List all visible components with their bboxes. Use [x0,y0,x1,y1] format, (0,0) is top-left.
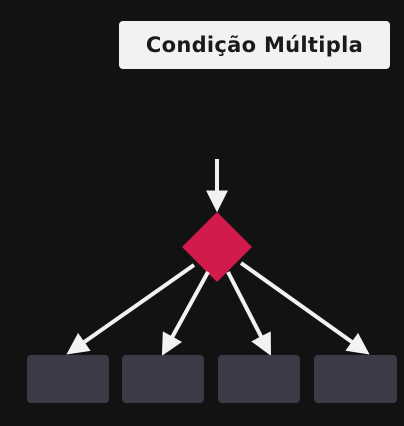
branch-arrow-3 [226,271,272,356]
branch-box-4 [314,355,397,403]
branch-box-3 [218,355,300,403]
branch-box-1 [27,355,109,403]
title-badge: Condição Múltipla [119,21,390,69]
branch-arrow-2 [161,271,210,356]
decision-diamond [182,212,252,282]
slide-title: Condição Múltipla [145,33,364,57]
branch-box-2 [122,355,204,403]
branch-arrow-1 [66,263,196,355]
branch-arrow-4 [239,261,370,355]
